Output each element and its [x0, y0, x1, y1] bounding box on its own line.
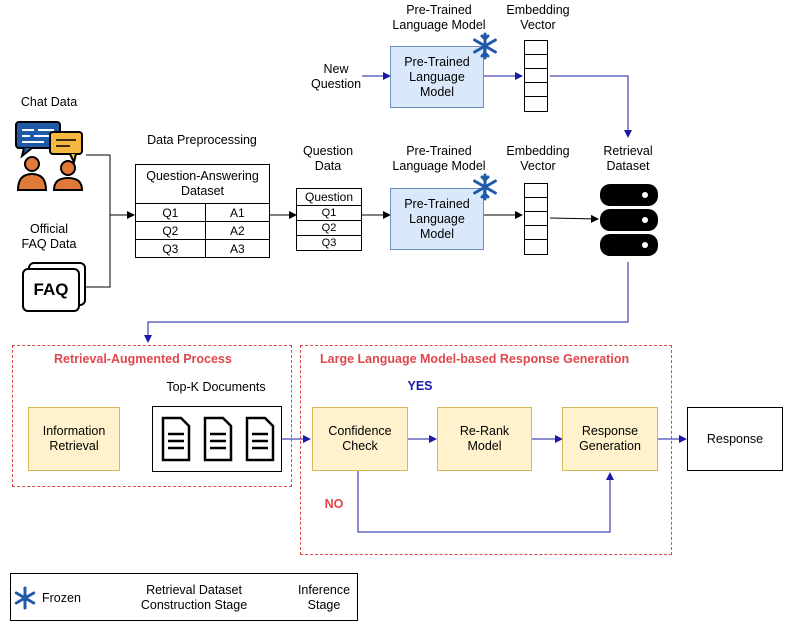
topk-documents-box	[152, 406, 282, 472]
rag-section	[12, 345, 292, 487]
legend-inference: Inference Stage	[297, 583, 351, 612]
snowflake-icon	[473, 32, 497, 60]
no-label: NO	[324, 497, 344, 511]
information-retrieval-box: Information Retrieval	[28, 407, 120, 471]
chat-data-label: Chat Data	[20, 95, 78, 109]
plm-top-title: Pre-Trained Language Model	[392, 3, 486, 32]
rerank-model-box: Re-Rank Model	[437, 407, 532, 471]
embedding-vector-mid	[524, 183, 548, 255]
qa-dataset-header: Question-Answering Dataset	[135, 164, 270, 204]
question-table-header: Question	[296, 188, 362, 206]
question-data-title: Question Data	[302, 144, 354, 173]
data-preprocessing-title: Data Preprocessing	[147, 133, 257, 147]
embedding-vector-top	[524, 40, 548, 112]
document-icons	[161, 416, 275, 462]
retrieval-dataset-title: Retrieval Dataset	[603, 144, 653, 173]
snowflake-icon	[473, 173, 497, 201]
faq-document-icon: FAQ	[22, 262, 86, 314]
response-box: Response	[687, 407, 783, 471]
legend-construction: Retrieval Dataset Construction Stage	[140, 583, 248, 612]
plm-top-box: Pre-Trained Language Model	[390, 46, 484, 108]
embedding-mid-title: Embedding Vector	[506, 144, 570, 173]
yes-label: YES	[407, 379, 433, 393]
table-row: Q2	[296, 220, 362, 236]
database-icon	[600, 184, 658, 256]
legend-frozen: Frozen	[42, 591, 81, 605]
response-generation-box: Response Generation	[562, 407, 658, 471]
table-row: Q1	[296, 205, 362, 221]
llm-title: Large Language Model-based Response Gene…	[320, 352, 630, 366]
faq-data-label: Official FAQ Data	[21, 222, 77, 251]
llm-section	[300, 345, 672, 555]
snowflake-icon	[14, 586, 36, 610]
legend	[10, 573, 358, 621]
plm-mid-box: Pre-Trained Language Model	[390, 188, 484, 250]
confidence-check-box: Confidence Check	[312, 407, 408, 471]
question-table: Question Q1 Q2 Q3	[296, 188, 362, 251]
embedding-top-title: Embedding Vector	[506, 3, 570, 32]
faq-icon-text: FAQ	[22, 268, 80, 312]
plm-mid-title: Pre-Trained Language Model	[392, 144, 486, 173]
topk-title: Top-K Documents	[166, 380, 266, 394]
rag-title: Retrieval-Augmented Process	[54, 352, 232, 366]
table-row: Q3	[296, 235, 362, 251]
chat-people-icon	[15, 121, 84, 191]
new-question-label: New Question	[310, 62, 362, 91]
